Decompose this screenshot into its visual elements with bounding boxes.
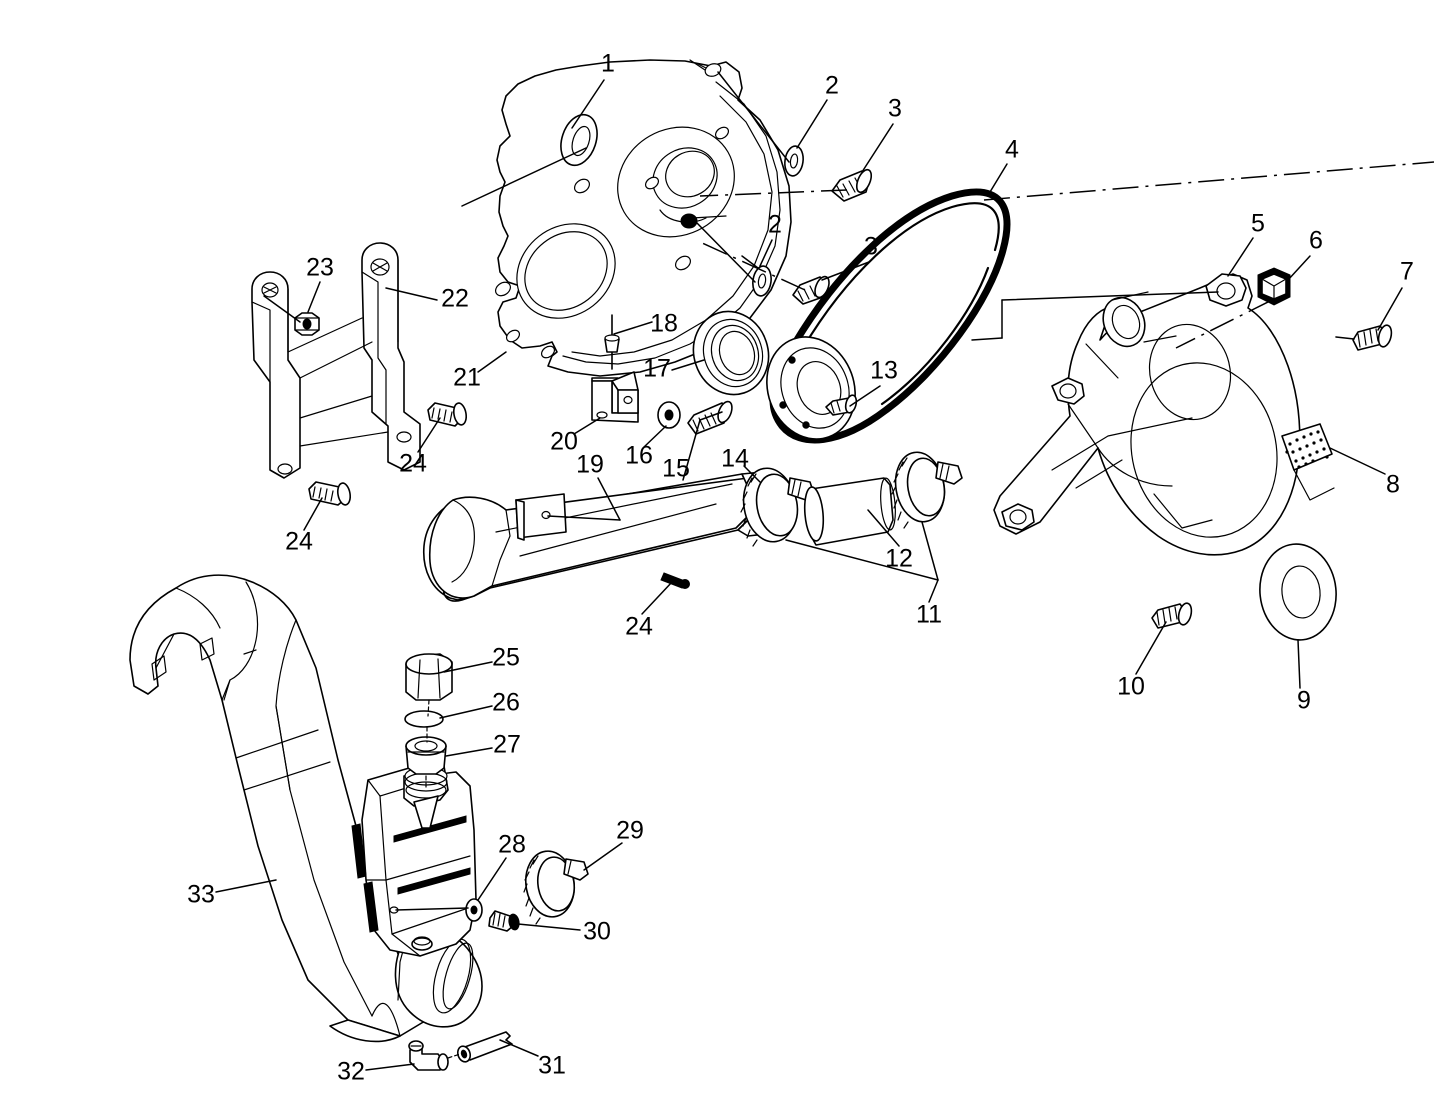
- callout-22: 22: [441, 285, 469, 313]
- callout-3a: 3: [888, 95, 902, 123]
- part-flat-washer-16: [657, 401, 681, 429]
- leader-lines: [215, 71, 1434, 1071]
- part-reservoir-tank: [351, 761, 477, 957]
- callout-8: 8: [1386, 471, 1400, 499]
- part-screw-10: [1151, 602, 1193, 629]
- callout-12: 12: [885, 545, 913, 573]
- cap-stack-alignment: [425, 699, 430, 791]
- callout-31: 31: [538, 1052, 566, 1080]
- callout-24b: 24: [285, 528, 313, 556]
- callout-17: 17: [643, 355, 671, 383]
- callout-30: 30: [583, 918, 611, 946]
- callout-26: 26: [492, 689, 520, 717]
- part-intake-boot: [129, 574, 431, 1043]
- callout-29: 29: [616, 817, 644, 845]
- part-tank-cap: [405, 653, 453, 701]
- callout-9: 9: [1297, 687, 1311, 715]
- callout-11: 11: [916, 601, 942, 629]
- part-cap-gasket: [404, 710, 444, 728]
- callout-19: 19: [576, 451, 604, 479]
- part-support-bracket: [251, 242, 421, 479]
- part-friction-pad: [1281, 423, 1335, 501]
- part-hex-bolt-24c: [660, 572, 690, 589]
- callout-21: 21: [453, 364, 481, 392]
- part-stud-pin: [604, 314, 620, 370]
- part-clutch-cover: [993, 273, 1301, 556]
- part-flat-washer-28: [465, 898, 483, 922]
- callout-2a: 2: [825, 72, 839, 100]
- callout-7: 7: [1400, 258, 1414, 286]
- callout-15: 15: [662, 455, 690, 483]
- part-lock-nut: [294, 312, 320, 336]
- part-drain-tube: [456, 1031, 513, 1063]
- callout-33: 33: [187, 881, 215, 909]
- part-filler-neck: [405, 736, 447, 775]
- part-hex-bolt-24a: [427, 402, 468, 427]
- part-air-duct: [422, 471, 777, 602]
- callout-32: 32: [337, 1058, 365, 1086]
- callout-14: 14: [721, 445, 749, 473]
- part-mount-bracket: [591, 371, 639, 423]
- part-screw-7: [1335, 324, 1393, 351]
- part-elbow-fitting: [408, 1040, 449, 1071]
- callout-16: 16: [625, 442, 653, 470]
- callout-24a: 24: [399, 450, 427, 478]
- callout-2b: 2: [768, 211, 782, 239]
- callout-20: 20: [550, 428, 578, 456]
- part-duct-sleeve: [803, 477, 896, 546]
- part-hex-bolt-upper: [831, 168, 873, 202]
- part-drive-belt: [769, 188, 1011, 444]
- callout-5: 5: [1251, 210, 1265, 238]
- callout-6: 6: [1309, 227, 1323, 255]
- callout-24c: 24: [625, 613, 653, 641]
- callout-4: 4: [1005, 136, 1019, 164]
- part-well-nut: [1257, 267, 1291, 306]
- part-screw-30: [488, 910, 520, 932]
- part-sheave-plate: [766, 336, 856, 440]
- part-hose-clamp-14: [740, 467, 815, 547]
- callout-number-group: 1 2 3 2 3 4 5 6 7 8 9 10 11 12 13 14 15 …: [187, 50, 1414, 1086]
- callout-27: 27: [493, 731, 521, 759]
- part-hex-bolt-24b: [308, 481, 352, 506]
- part-hose-clamp-11: [891, 451, 963, 529]
- part-grommet-ring: [1259, 543, 1337, 641]
- part-flat-washer-upper: [784, 145, 804, 177]
- callout-18: 18: [650, 310, 678, 338]
- callout-23: 23: [306, 254, 334, 282]
- callout-28: 28: [498, 831, 526, 859]
- callout-1: 1: [601, 50, 615, 78]
- callout-25: 25: [492, 644, 520, 672]
- callout-13: 13: [870, 357, 898, 385]
- part-hose-clamp-29: [523, 850, 589, 925]
- callout-10: 10: [1117, 673, 1145, 701]
- callout-3b: 3: [864, 233, 878, 261]
- part-hex-bolt-15: [687, 400, 733, 435]
- part-oil-seal: [692, 310, 770, 396]
